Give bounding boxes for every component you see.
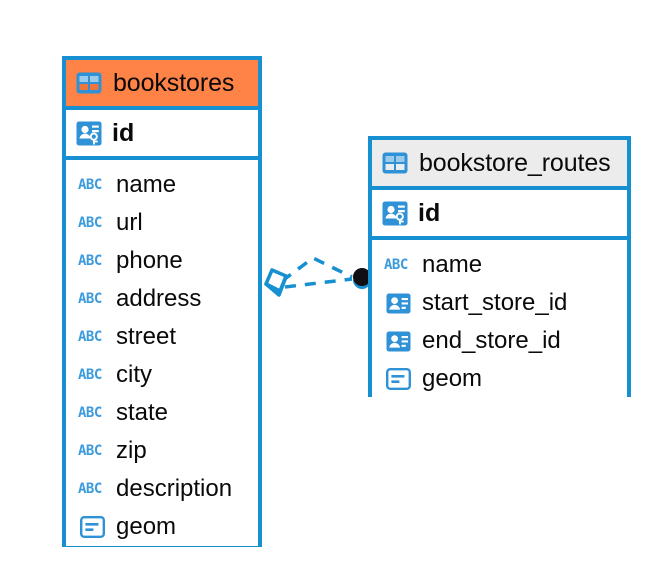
entity-header-bookstore-routes[interactable]: bookstore_routes — [372, 140, 627, 190]
field-label: street — [116, 323, 177, 350]
field-row-street[interactable]: ABC street — [66, 318, 258, 356]
field-row-zip[interactable]: ABC zip — [66, 432, 258, 470]
field-label: city — [116, 361, 152, 388]
field-label: name — [422, 251, 483, 278]
abc-text-icon: ABC — [78, 177, 102, 193]
field-row-name[interactable]: ABC name — [66, 166, 258, 204]
field-label: address — [116, 285, 202, 312]
field-row-end-store-id[interactable]: end_store_id — [372, 322, 627, 360]
field-label: name — [116, 171, 177, 198]
entity-title-label: bookstore_routes — [419, 148, 611, 177]
primary-key-label: id — [112, 118, 135, 147]
foreign-key-icon — [384, 293, 412, 314]
abc-text-icon: ABC — [78, 443, 102, 459]
field-label: zip — [116, 437, 147, 464]
relationship-line-lower — [284, 277, 353, 289]
field-row-name[interactable]: ABC name — [372, 246, 627, 284]
geometry-icon — [78, 516, 106, 538]
abc-text-icon: ABC — [78, 291, 102, 307]
entity-table-bookstore-routes[interactable]: bookstore_routes id ABC — [368, 136, 631, 398]
table-grid-icon — [76, 72, 102, 94]
entity-table-bookstores[interactable]: bookstores id ABC — [62, 56, 262, 547]
abc-text-icon: ABC — [78, 405, 102, 421]
foreign-key-icon — [384, 331, 412, 352]
abc-text-icon: ABC — [78, 481, 102, 497]
geometry-icon — [384, 368, 412, 390]
table-grid-icon — [382, 152, 408, 174]
field-label: geom — [116, 513, 177, 540]
field-row-geom[interactable]: geom — [372, 360, 627, 398]
relationship-line-upper — [280, 255, 353, 283]
field-list-bookstore-routes: ABC name start_store_id — [372, 240, 627, 404]
primary-key-icon — [76, 121, 102, 146]
field-row-url[interactable]: ABC url — [66, 204, 258, 242]
abc-text-icon: ABC — [78, 215, 102, 231]
abc-text-icon: ABC — [384, 257, 408, 273]
field-row-geom[interactable]: geom — [66, 508, 258, 546]
field-label: url — [116, 209, 143, 236]
abc-text-icon: ABC — [78, 253, 102, 269]
field-list-bookstores: ABC name ABC url ABC phone ABC — [66, 160, 258, 552]
entity-header-bookstores[interactable]: bookstores — [66, 60, 258, 110]
abc-text-icon: ABC — [78, 367, 102, 383]
primary-key-label: id — [418, 198, 441, 227]
field-label: state — [116, 399, 169, 426]
primary-key-row-bookstores[interactable]: id — [66, 110, 258, 160]
field-row-address[interactable]: ABC address — [66, 280, 258, 318]
field-label: description — [116, 475, 233, 502]
abc-text-icon: ABC — [78, 329, 102, 345]
field-row-description[interactable]: ABC description — [66, 470, 258, 508]
field-label: geom — [422, 365, 483, 392]
entity-title-label: bookstores — [113, 68, 235, 97]
primary-key-icon — [382, 201, 408, 226]
field-row-city[interactable]: ABC city — [66, 356, 258, 394]
diamond-handle-icon — [264, 268, 288, 297]
field-label: end_store_id — [422, 327, 561, 354]
field-row-phone[interactable]: ABC phone — [66, 242, 258, 280]
field-row-state[interactable]: ABC state — [66, 394, 258, 432]
primary-key-row-bookstore-routes[interactable]: id — [372, 190, 627, 240]
field-label: start_store_id — [422, 289, 568, 316]
field-row-start-store-id[interactable]: start_store_id — [372, 284, 627, 322]
field-label: phone — [116, 247, 183, 274]
